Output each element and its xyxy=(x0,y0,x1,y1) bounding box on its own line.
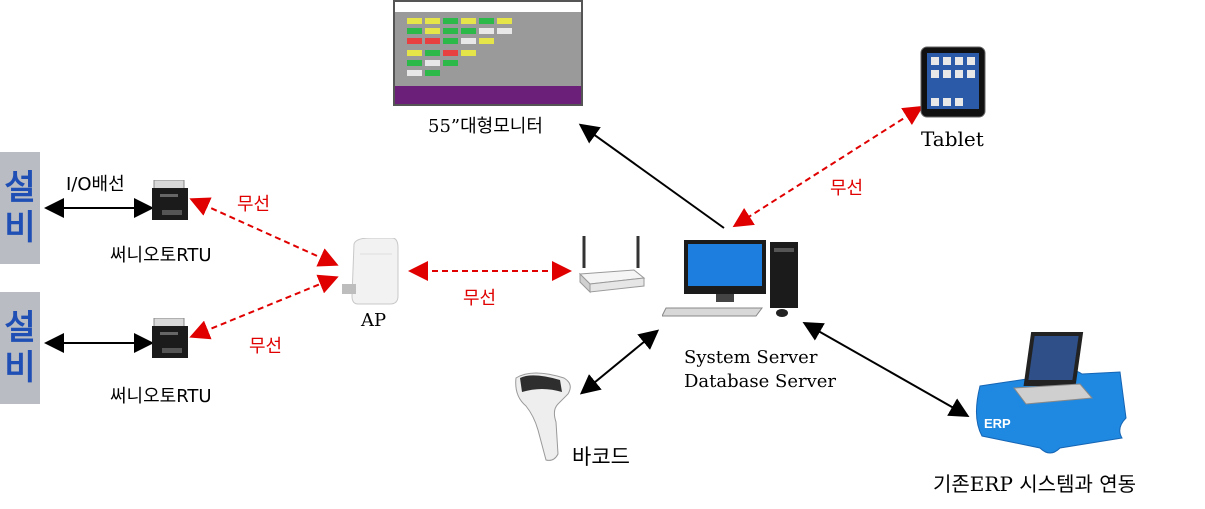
rtu-device-icon xyxy=(152,318,188,358)
wireless-label: 무선 xyxy=(249,336,283,357)
wireless-link-rtu-top-ap xyxy=(189,197,339,267)
link-server-monitor xyxy=(578,123,725,229)
ap-label: AP xyxy=(361,310,387,331)
erp-laptop-puzzle-icon: ERP xyxy=(976,332,1127,454)
equipment-char: 설 xyxy=(4,168,36,208)
erp-integration-label: 기존ERP 시스템과 연동 xyxy=(933,472,1137,496)
rtu-label-top: 써니오토RTU xyxy=(110,245,212,266)
link-server-erp xyxy=(802,322,970,417)
tablet-label: Tablet xyxy=(921,127,984,151)
equipment-char: 비 xyxy=(4,208,36,248)
large-monitor-screen xyxy=(393,0,583,106)
router-icon xyxy=(578,236,646,294)
tablet-icon xyxy=(920,46,986,118)
barcode-scanner-icon xyxy=(515,372,571,461)
link-server-barcode xyxy=(579,329,660,395)
wireless-link-rtu-bottom-ap xyxy=(189,274,339,340)
barcode-label: 바코드 xyxy=(572,445,630,469)
equipment-box-bottom: 설 비 xyxy=(0,292,40,404)
wireless-label: 무선 xyxy=(463,288,497,309)
rtu-device-icon xyxy=(152,180,188,220)
io-wiring-label: I/O배선 xyxy=(66,174,125,195)
server-label-database: Database Server xyxy=(684,371,837,392)
server-label-system: System Server xyxy=(684,347,818,368)
wireless-link-tablet-server xyxy=(732,105,924,228)
rtu-label-bottom: 써니오토RTU xyxy=(110,386,212,407)
server-computer-icon xyxy=(662,240,798,317)
erp-badge: ERP xyxy=(984,416,1011,431)
equipment-char: 비 xyxy=(4,348,36,388)
equipment-char: 설 xyxy=(4,308,36,348)
access-point-icon xyxy=(342,238,399,305)
wireless-label: 무선 xyxy=(830,178,864,199)
monitor-label: 55”대형모니터 xyxy=(428,116,543,137)
equipment-box-top: 설 비 xyxy=(0,152,40,264)
wireless-label: 무선 xyxy=(237,194,271,215)
